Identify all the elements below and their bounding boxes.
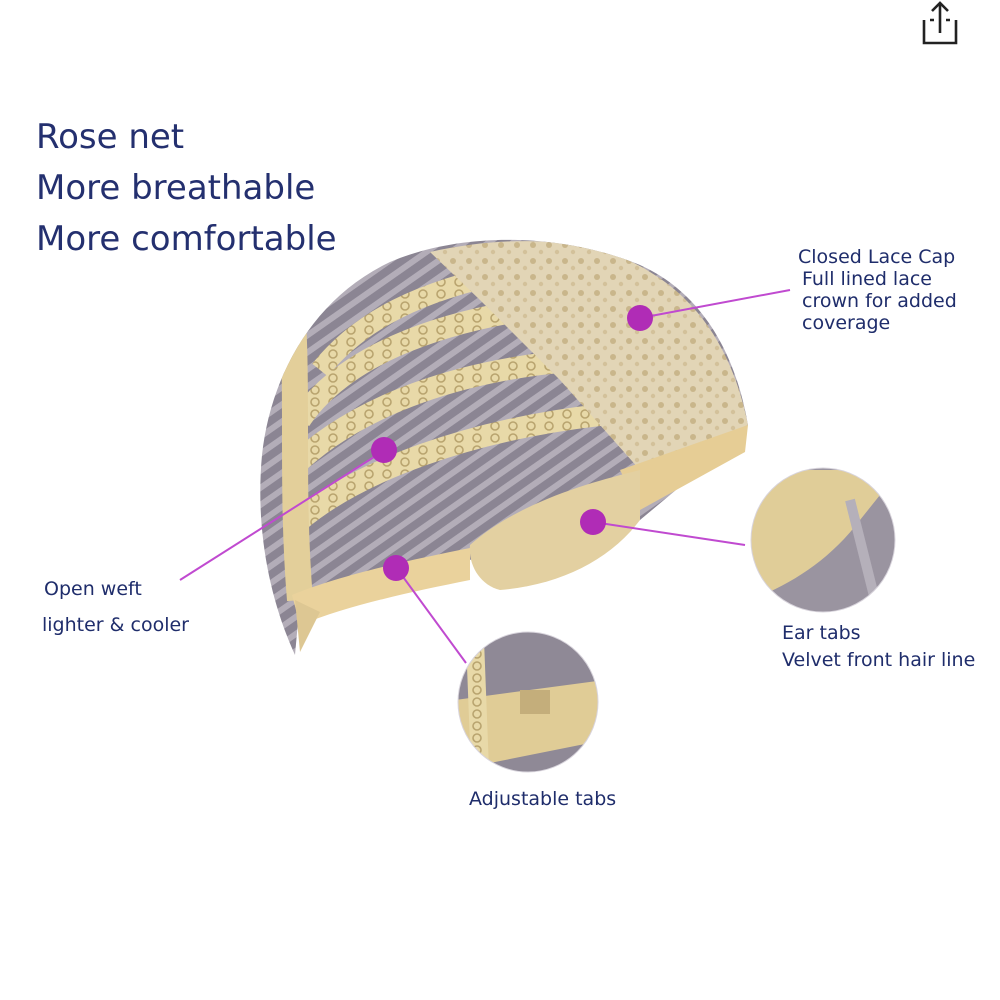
open-weft-line-1: Open weft bbox=[44, 578, 142, 600]
open-weft-callout: Open weft lighter & cooler bbox=[42, 571, 189, 643]
closed-lace-callout: Closed Lace Cap Full lined lace crown fo… bbox=[798, 246, 957, 334]
share-button[interactable] bbox=[912, 0, 964, 50]
closed-lace-line-1: Full lined lace bbox=[802, 268, 932, 290]
adjustable-tabs-leader-line bbox=[397, 569, 467, 664]
ear-tabs-line-1: Ear tabs bbox=[782, 622, 861, 644]
ear-tabs-marker bbox=[580, 509, 606, 535]
adjustable-tabs-detail-image bbox=[457, 631, 599, 773]
open-weft-line-2: lighter & cooler bbox=[42, 614, 189, 636]
closed-lace-line-3: coverage bbox=[802, 312, 891, 334]
closed-lace-marker bbox=[627, 305, 653, 331]
closed-lace-title: Closed Lace Cap bbox=[798, 246, 956, 268]
adjustable-tabs-marker bbox=[383, 555, 409, 581]
headline-line-1: Rose net bbox=[36, 117, 185, 157]
share-icon bbox=[922, 1, 958, 45]
open-weft-leader-line bbox=[179, 449, 386, 581]
closed-lace-line-2: crown for added bbox=[802, 290, 957, 312]
wig-cap bbox=[260, 239, 748, 655]
ear-tabs-callout: Ear tabs Velvet front hair line bbox=[782, 620, 975, 674]
ear-tabs-detail-image bbox=[750, 467, 896, 613]
ear-tabs-line-2: Velvet front hair line bbox=[782, 649, 976, 671]
adjustable-tabs-label: Adjustable tabs bbox=[469, 788, 617, 810]
headline-line-2: More breathable bbox=[36, 168, 316, 208]
ear-tabs-leader-line bbox=[592, 521, 746, 546]
headline: Rose net More breathable More comfortabl… bbox=[36, 112, 337, 265]
closed-lace-leader-line bbox=[639, 289, 791, 319]
headline-line-3: More comfortable bbox=[36, 219, 337, 259]
open-weft-marker bbox=[371, 437, 397, 463]
adjustable-tabs-callout: Adjustable tabs bbox=[469, 788, 616, 810]
